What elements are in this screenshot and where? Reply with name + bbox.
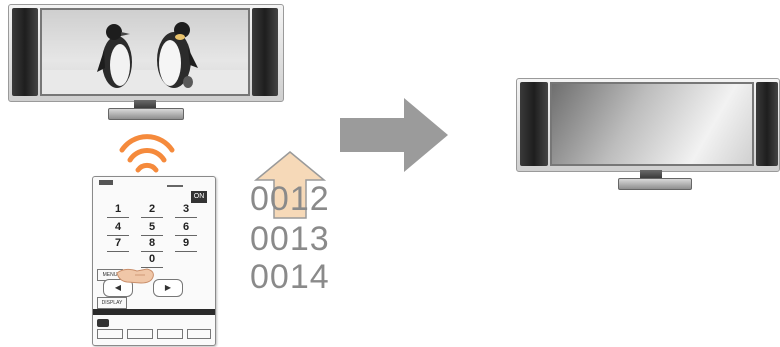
right-arrow-icon: [340, 98, 448, 172]
keypad-row-3: 7 8 9: [107, 237, 197, 252]
tv-screen-blank: [550, 82, 754, 166]
penguin-right-icon: [157, 22, 198, 88]
code-0013: 0013: [250, 220, 330, 258]
key-4[interactable]: 4: [107, 221, 129, 236]
power-button[interactable]: ON: [191, 191, 207, 203]
bottom-button-a[interactable]: [97, 329, 123, 339]
nav-left-button[interactable]: ◀: [103, 279, 133, 297]
tv-with-picture: [8, 4, 284, 122]
key-7[interactable]: 7: [107, 237, 129, 252]
bottom-button-b[interactable]: [127, 329, 153, 339]
code-0014: 0014: [250, 258, 330, 296]
remote-top-bar: [167, 185, 183, 187]
key-5[interactable]: 5: [141, 221, 163, 236]
tv-stand-base: [108, 108, 184, 120]
tv-stand-neck: [640, 170, 662, 178]
tv-stand-base: [618, 178, 692, 190]
code-0012: 0012: [250, 180, 330, 218]
bottom-button-d[interactable]: [187, 329, 211, 339]
tv-blank: [516, 78, 780, 194]
keypad-row-2: 4 5 6: [107, 221, 197, 236]
key-1[interactable]: 1: [107, 203, 129, 218]
tv-left-speaker: [520, 82, 548, 166]
tv-right-speaker: [756, 82, 778, 166]
scroll-up-arrow-icon: [254, 151, 326, 219]
display-button[interactable]: DISPLAY: [97, 297, 127, 309]
key-0[interactable]: 0: [141, 253, 163, 268]
key-6[interactable]: 6: [175, 221, 197, 236]
remote-bottom-grid: [97, 319, 211, 341]
keypad-row-1: 1 2 3: [107, 203, 197, 218]
tv-right-speaker: [252, 8, 278, 96]
penguin-image: [42, 22, 248, 94]
tv-screen-penguins: [40, 8, 250, 96]
camera-icon: [97, 319, 109, 327]
remote-divider: [93, 309, 215, 315]
key-3[interactable]: 3: [175, 203, 197, 218]
nav-right-button[interactable]: ▶: [153, 279, 183, 297]
remote-control: ON 1 2 3 4 5 6 7 8 9 0 MENU ◀ ▶ DISPLAY: [92, 176, 216, 346]
remote-brand-mark: [99, 180, 113, 185]
tv-stand-neck: [134, 100, 156, 108]
signal-waves-icon: [119, 134, 175, 173]
penguin-left-icon: [97, 24, 132, 88]
tv-left-speaker: [12, 8, 38, 96]
key-8[interactable]: 8: [141, 237, 163, 252]
key-2[interactable]: 2: [141, 203, 163, 218]
bottom-button-c[interactable]: [157, 329, 183, 339]
pressing-hand-icon: [116, 268, 154, 284]
key-9[interactable]: 9: [175, 237, 197, 252]
